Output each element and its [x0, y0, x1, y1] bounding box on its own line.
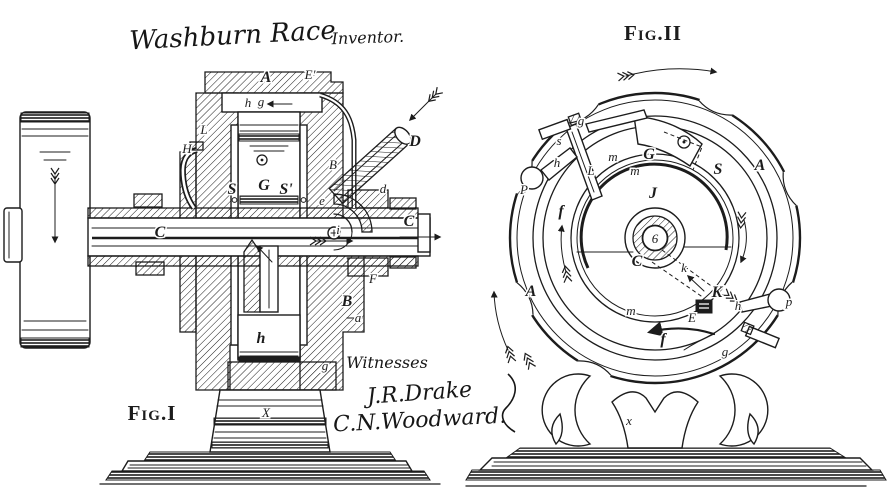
fig2-label-k-small: k: [681, 260, 687, 275]
fig2-label-p-upper: P: [519, 182, 528, 197]
fig2-label-m-upper: m: [608, 149, 617, 164]
fig1-label-h-piston: h: [257, 330, 266, 347]
arrow-feather-icon: [521, 351, 537, 371]
shaft-collar-bottom: [135, 261, 165, 276]
fig1-caption: Fig.I: [128, 401, 177, 425]
fig1-label-s-prime: S': [279, 181, 293, 198]
fig1-left-pipe: [179, 141, 204, 210]
fig1-label-e-prime: E': [304, 67, 316, 82]
fig1-sectional-view: A E' L H h g S G S' D B d e i C C F B a …: [3, 66, 444, 485]
inventor-signature: Washburn Race: [129, 16, 337, 57]
fig2-label-a-right: A: [754, 157, 766, 174]
witness-signature-2: C.N.Woodward.: [333, 403, 507, 437]
fig2-label-e-block: E: [687, 310, 696, 325]
fig1-label-f: F: [368, 271, 378, 286]
fig1-flywheel: [3, 111, 91, 349]
fig2-caption: Fig.II: [624, 21, 682, 45]
fig1-label-b-upper: B: [329, 157, 337, 172]
flywheel-top-band: [20, 112, 90, 123]
fig2-hub: [576, 207, 732, 269]
fig2-label-g-lower: g: [722, 344, 729, 359]
fig2-label-g: G: [643, 146, 655, 163]
witness-brace: [501, 373, 516, 433]
fig2-label-h-upper: h: [554, 155, 561, 170]
fig2-label-h-lower: h: [735, 298, 742, 313]
fig1-label-h-top: h: [245, 95, 252, 110]
shaft-collar-top: [133, 193, 163, 208]
fig2-heavy-arc: [579, 162, 729, 269]
housing-top-cap: [204, 71, 344, 94]
fig2-label-l-upper: L: [586, 163, 594, 178]
fig2-label-hub-number: 6: [652, 231, 659, 246]
fig1-label-c-shaft: C: [155, 224, 166, 241]
fig1-label-d-pipe: D: [408, 133, 421, 150]
rotation-arrow-outer-left: [490, 290, 509, 351]
fig2-label-g-upper: g: [578, 113, 585, 128]
flywheel-hub: [3, 207, 23, 263]
fig1-label-s: S: [228, 181, 237, 198]
fig2-gate-plate: [633, 115, 703, 168]
fig2-pawl-upper-left: [520, 112, 583, 190]
fig2-ring-a-inner: [532, 115, 778, 361]
fig2-label-k-cap: K: [711, 284, 724, 301]
fig1-label-g-cyl: G: [258, 177, 270, 194]
piston-arrow: [256, 244, 273, 263]
fig2-dashed-link: [651, 249, 715, 299]
fig2-label-f-left: f: [558, 203, 565, 220]
housing-bottom: [227, 361, 337, 391]
fig1-base: [99, 451, 441, 485]
fig2-label-s: S: [714, 161, 723, 178]
fig1-label-e-small: e: [319, 193, 325, 208]
fig2-stand: [541, 373, 769, 449]
fig2-label-j: J: [648, 185, 658, 202]
fig2-dashed-outline: [663, 131, 703, 171]
bolt-icon: [677, 135, 691, 149]
fig2-end-view: A A S G m m J 6 C k K f f P h s g L m E …: [465, 21, 887, 487]
flywheel-bottom-band: [20, 337, 90, 348]
fig2-label-f-bottom: f: [660, 331, 667, 348]
fig2-base: [465, 447, 887, 487]
fig2-slide-bar-top: [585, 109, 648, 133]
shaft-end-cap: [417, 213, 431, 253]
fig2-label-m-bottom: m: [626, 303, 635, 318]
fig2-inner-rim: [516, 99, 794, 377]
fig1-label-b-valve: B: [341, 293, 353, 310]
rotation-arrow-inner-right: [740, 219, 747, 264]
fig1-label-h-cap: H: [181, 141, 192, 156]
fig2-ring-m: [576, 159, 734, 317]
fig1-label-c-end: C: [404, 213, 415, 230]
fig2-label-s-upper: s: [556, 133, 561, 148]
fig1-inlet-pipe-d: [328, 86, 444, 205]
fig1-pedestal: [209, 389, 331, 453]
arrow-feather-icon: [503, 344, 517, 364]
fig2-label-x-stand: x: [625, 413, 632, 428]
fig1-label-a-small: a: [355, 310, 362, 325]
fig1-label-a-cap: A: [260, 69, 272, 86]
fig2-block-e: [695, 299, 713, 314]
witnesses-heading: Witnesses: [346, 353, 428, 372]
fig2-label-m-top: m: [630, 163, 639, 178]
fig1-piston: [227, 238, 337, 391]
fig2-label-a-left: A: [525, 283, 537, 300]
fig1-label-g-lower: g: [322, 358, 329, 373]
fig2-label-c: C: [632, 253, 643, 270]
bolt-icon: [256, 154, 268, 166]
fig1-label-x-base: X: [261, 405, 271, 420]
fig1-label-i: i: [336, 222, 340, 237]
fig2-pawl-lower-right: [695, 288, 791, 349]
fig1-label-g-top: g: [258, 94, 265, 109]
fig2-link-arrow: [686, 275, 705, 292]
witness-signature-1: J.R.Drake: [362, 377, 473, 410]
right-gland-bottom: [347, 257, 389, 277]
fig1-label-d-small: d: [380, 181, 387, 196]
fig2-label-p-lower: p: [785, 294, 793, 309]
inventor-title: Inventor.: [330, 27, 404, 49]
fig2-throw-arrow: [647, 321, 716, 337]
fig1-label-l: L: [199, 122, 207, 137]
rotation-arrow-top: [625, 67, 718, 77]
